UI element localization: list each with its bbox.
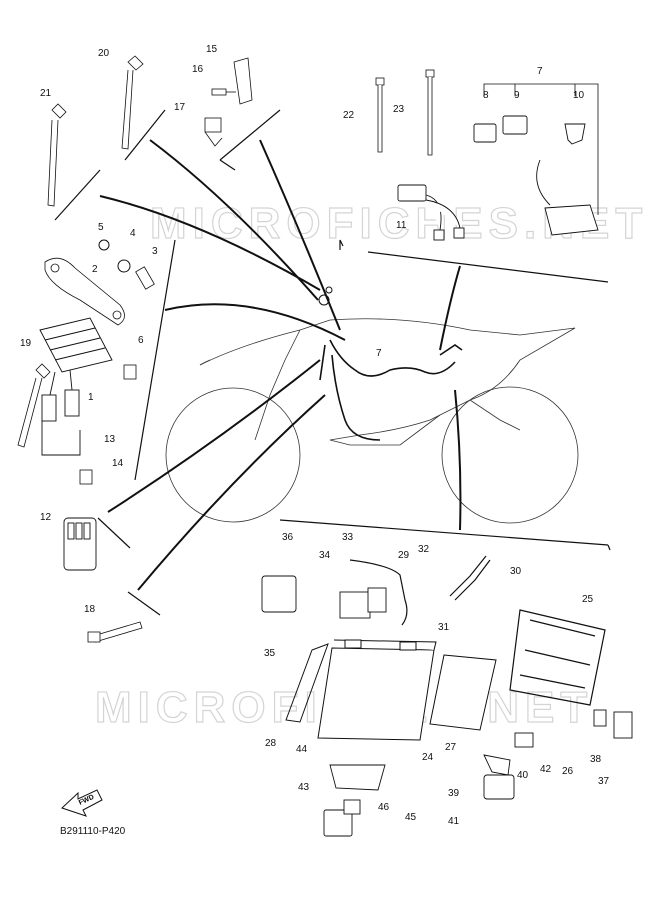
bolt-3 xyxy=(135,266,155,290)
rectifier-bracket-2 xyxy=(44,257,125,326)
part-number-11: 11 xyxy=(396,220,407,231)
positive-cable-29 xyxy=(349,559,408,626)
relay-8 xyxy=(473,123,497,143)
part-number-28: 28 xyxy=(265,738,277,749)
part-number-1: 1 xyxy=(88,392,94,403)
cable-tie-20 xyxy=(121,55,144,150)
part-number-22: 22 xyxy=(343,110,355,121)
part-number-34: 34 xyxy=(319,550,331,561)
motorcycle-outline xyxy=(165,318,579,524)
part-number-10: 10 xyxy=(573,90,585,101)
connector-11 xyxy=(397,184,465,241)
bracket-43 xyxy=(329,764,386,791)
part-number-24: 24 xyxy=(422,752,434,763)
diagram-code: B291110-P420 xyxy=(60,826,126,837)
part-number-37: 37 xyxy=(598,776,610,787)
part-number-21: 21 xyxy=(40,88,52,99)
fuse-box-35 xyxy=(261,575,297,613)
fwd-arrow-icon: FWD xyxy=(61,789,103,817)
part-number-32: 32 xyxy=(418,544,430,555)
part-number-46: 46 xyxy=(378,802,390,813)
part-number-8: 8 xyxy=(483,90,489,101)
item7-bracket-lines xyxy=(483,83,599,215)
screw-16 xyxy=(211,88,236,96)
part-number-40: 40 xyxy=(517,770,529,781)
clamp-17 xyxy=(204,117,223,147)
part-number-2: 2 xyxy=(92,264,98,275)
part-number-27: 27 xyxy=(445,742,457,753)
part-number-19: 19 xyxy=(20,338,32,349)
part-number-45: 45 xyxy=(405,812,417,823)
part-number-13: 13 xyxy=(104,434,116,445)
part-number-33: 33 xyxy=(342,532,354,543)
battery-box-25 xyxy=(509,609,606,706)
bolt-6 xyxy=(123,364,137,380)
battery-band-28 xyxy=(285,643,329,723)
part-number-36: 36 xyxy=(282,532,294,543)
part-number-16: 16 xyxy=(192,64,204,75)
leader-lines xyxy=(99,139,462,591)
part-number-43: 43 xyxy=(298,782,310,793)
part-number-15: 15 xyxy=(206,44,218,55)
wire-harness xyxy=(319,339,463,441)
part-number-31: 31 xyxy=(438,622,450,633)
part-number-7-harness: 7 xyxy=(376,348,382,359)
fuse-37-38 xyxy=(593,709,633,739)
part-number-12: 12 xyxy=(40,512,52,523)
part-number-7: 7 xyxy=(537,66,543,77)
cap-10 xyxy=(564,123,586,145)
callout-frames xyxy=(54,109,611,616)
part-number-29: 29 xyxy=(398,550,410,561)
bolt-14 xyxy=(79,469,93,485)
connector-12 xyxy=(63,517,97,571)
damper-4 xyxy=(117,259,131,273)
cable-tie-18 xyxy=(87,621,143,643)
cable-tie-23 xyxy=(425,69,435,156)
part-number-35: 35 xyxy=(264,648,276,659)
ecu-7 xyxy=(536,159,599,236)
rectifier-regulator-1 xyxy=(39,317,113,422)
part-number-30: 30 xyxy=(510,566,522,577)
negative-cable-30 xyxy=(449,555,491,601)
collar-5 xyxy=(98,239,110,251)
bracket-40 xyxy=(483,754,511,776)
part-number-5: 5 xyxy=(98,222,104,233)
cable-tie-22 xyxy=(375,77,385,153)
coupler-42 xyxy=(514,732,534,748)
part-number-44: 44 xyxy=(296,744,308,755)
starter-relay-34 xyxy=(339,587,387,619)
part-number-17: 17 xyxy=(174,102,186,113)
part-number-18: 18 xyxy=(84,604,96,615)
bracket-15 xyxy=(233,57,253,105)
lead-13 xyxy=(41,420,81,456)
part-number-26: 26 xyxy=(562,766,574,777)
part-number-4: 4 xyxy=(130,228,136,239)
part-number-9: 9 xyxy=(514,90,520,101)
part-number-41: 41 xyxy=(448,816,460,827)
battery-cover-27 xyxy=(429,654,497,731)
part-number-38: 38 xyxy=(590,754,602,765)
relay-9 xyxy=(502,115,528,135)
part-number-39: 39 xyxy=(448,788,460,799)
part-number-20: 20 xyxy=(98,48,110,59)
part-number-3: 3 xyxy=(152,246,158,257)
cable-tie-19 xyxy=(17,363,51,448)
part-number-6: 6 xyxy=(138,335,144,346)
part-number-14: 14 xyxy=(112,458,124,469)
fuse-46 xyxy=(343,799,361,815)
sensor-39 xyxy=(483,774,515,800)
holder-45 xyxy=(323,809,353,837)
part-number-23: 23 xyxy=(393,104,405,115)
harness-clamp-icon xyxy=(318,294,330,306)
cable-tie-21 xyxy=(47,103,67,207)
part-number-42: 42 xyxy=(540,764,552,775)
harness-clip-icon xyxy=(325,286,333,294)
battery-24 xyxy=(317,639,437,741)
part-number-25: 25 xyxy=(582,594,594,605)
